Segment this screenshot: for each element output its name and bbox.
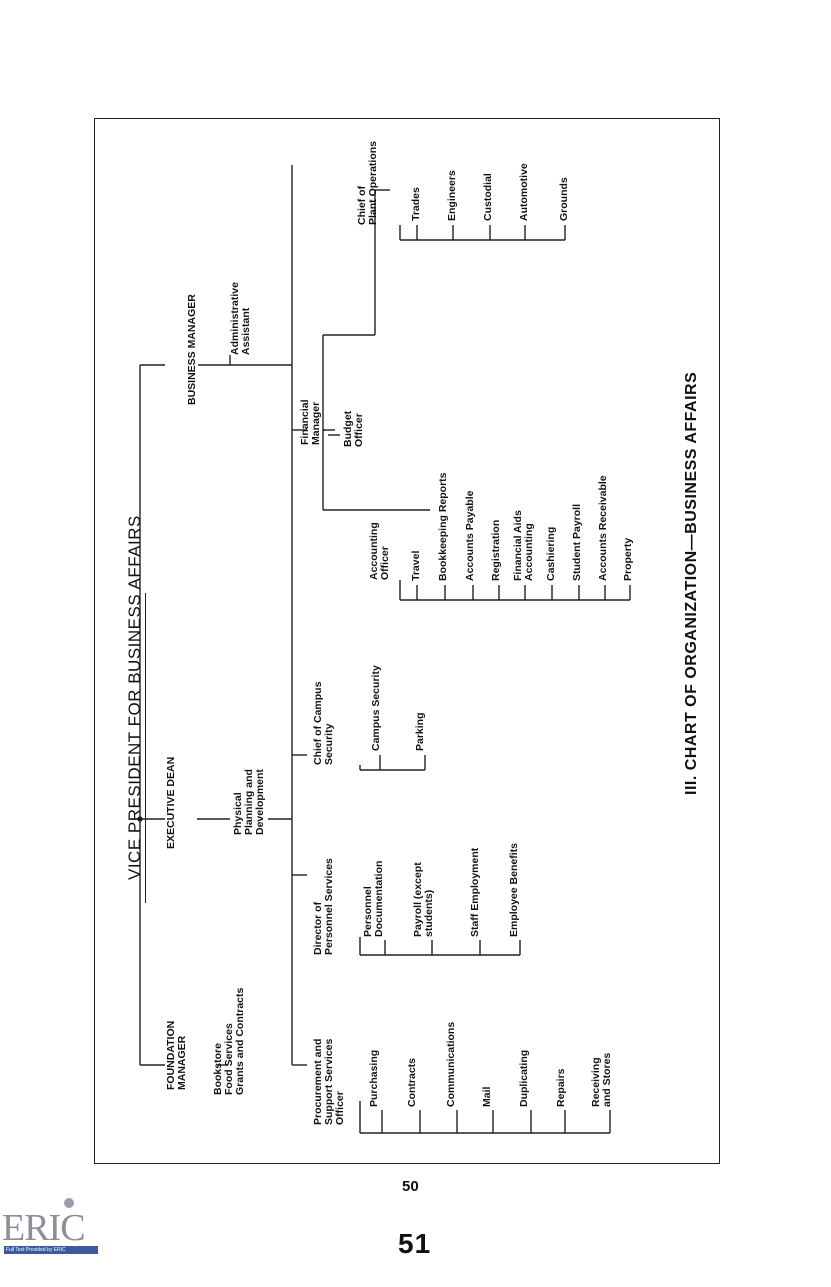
node-property: Property — [622, 537, 634, 581]
node-automotive: Automotive — [518, 163, 530, 221]
personnel-ticks — [384, 940, 521, 955]
node-payroll-except-students: Payroll (except students) — [412, 862, 435, 937]
node-executive-dean: EXECUTIVE DEAN — [165, 756, 177, 849]
node-communications: Communications — [445, 1021, 457, 1107]
node-mail: Mail — [481, 1086, 493, 1107]
node-duplicating: Duplicating — [518, 1049, 530, 1107]
node-travel: Travel — [410, 550, 422, 581]
sheet-page-number: 51 — [398, 1228, 432, 1259]
node-chief-campus-security: Chief of Campus Security — [312, 681, 335, 765]
node-campus-security: Campus Security — [370, 665, 382, 751]
node-foundation-manager: FOUNDATION MANAGER — [165, 1020, 188, 1090]
node-chief-plant-operations: Chief of Plant Operations — [356, 140, 379, 225]
node-trades: Trades — [410, 187, 422, 221]
eric-logo: ERIC Full Text Provided by ERIC — [2, 1198, 98, 1258]
chart-frame: VICE PRESIDENT FOR BUSINESS AFFAIRS FOUN… — [94, 118, 720, 1164]
node-purchasing: Purchasing — [368, 1049, 380, 1107]
title-underline — [145, 593, 146, 903]
node-student-payroll: Student Payroll — [571, 503, 583, 581]
node-director-personnel: Director of Personnel Services — [312, 858, 335, 955]
node-custodial: Custodial — [482, 173, 494, 221]
node-contracts: Contracts — [406, 1057, 418, 1107]
node-engineers: Engineers — [446, 170, 458, 221]
node-financial-manager: Financial Manager — [299, 399, 322, 445]
node-registration: Registration — [490, 519, 502, 581]
connector-lines — [137, 165, 631, 1134]
node-procurement-officer: Procurement and Support Services Officer — [312, 1038, 346, 1125]
node-receiving-stores: Receiving and Stores — [590, 1052, 613, 1107]
chart-caption: III. CHART OF ORGANIZATION—BUSINESS AFFA… — [683, 371, 700, 795]
procurement-ticks — [381, 1110, 611, 1133]
node-personnel-documentation: Personnel Documentation — [362, 860, 385, 937]
node-employee-benefits: Employee Benefits — [508, 843, 520, 937]
node-parking: Parking — [414, 712, 426, 751]
node-bookkeeping-reports: Bookkeeping Reports — [437, 472, 449, 581]
node-grounds: Grounds — [558, 177, 570, 221]
rotated-org-chart: VICE PRESIDENT FOR BUSINESS AFFAIRS FOUN… — [95, 119, 721, 1165]
node-bookstore-food-grants: Bookstore Food Services Grants and Contr… — [212, 987, 246, 1095]
node-accounts-receivable: Accounts Receivable — [597, 475, 609, 581]
eric-logo-icon — [64, 1198, 74, 1208]
node-administrative-assistant: Administrative Assistant — [229, 282, 252, 355]
chart-title: VICE PRESIDENT FOR BUSINESS AFFAIRS — [125, 515, 144, 880]
node-cashiering: Cashiering — [545, 526, 557, 581]
plant-ticks — [416, 225, 566, 240]
node-accounting-officer: Accounting Officer — [368, 522, 391, 580]
node-business-manager: BUSINESS MANAGER — [186, 294, 198, 405]
node-staff-employment: Staff Employment — [469, 847, 481, 937]
node-physical-planning: Physical Planning and Development — [232, 769, 266, 835]
node-budget-officer: Budget Officer — [342, 410, 365, 447]
accounting-ticks — [416, 585, 631, 600]
node-repairs: Repairs — [555, 1068, 567, 1107]
printed-page-number: 50 — [402, 1178, 419, 1195]
junction-dot — [137, 816, 143, 822]
node-financial-aids-accounting: Financial Aids Accounting — [512, 510, 535, 581]
eric-banner: Full Text Provided by ERIC — [4, 1246, 98, 1254]
eric-logo-text: ERIC — [2, 1207, 86, 1249]
node-accounts-payable: Accounts Payable — [464, 490, 476, 581]
